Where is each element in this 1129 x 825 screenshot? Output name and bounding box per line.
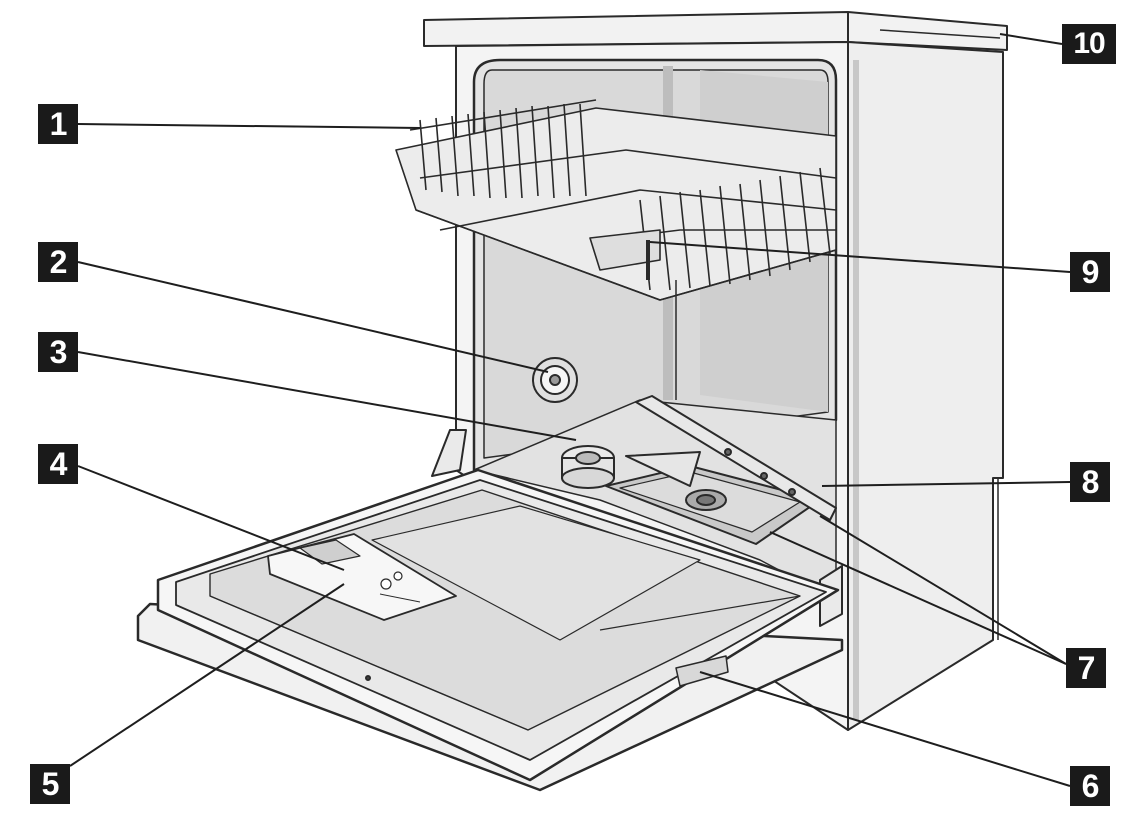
upper-basket [395, 99, 837, 400]
leader-3 [77, 351, 577, 441]
callout-10: 10 [1062, 24, 1116, 64]
leader-6 [699, 671, 1071, 787]
lower-spray-arm [625, 395, 837, 521]
worktop [423, 11, 1008, 51]
rating-plate [675, 655, 729, 687]
callout-7: 7 [1066, 648, 1106, 688]
callout-8: 8 [1070, 462, 1110, 502]
right-hinge [819, 565, 843, 627]
leader-1 [77, 123, 421, 129]
leader-7b [819, 515, 1067, 665]
leader-2 [77, 261, 549, 373]
detergent-dispenser [267, 533, 457, 621]
callout-9: 9 [1070, 252, 1110, 292]
callout-3: 3 [38, 332, 78, 372]
salt-container-cap [561, 445, 615, 489]
leader-10 [999, 33, 1063, 45]
callout-2: 2 [38, 242, 78, 282]
water-softener-cap-2 [532, 357, 578, 403]
callout-1: 1 [38, 104, 78, 144]
left-hinge [431, 429, 467, 477]
leader-4 [77, 465, 345, 571]
callout-5: 5 [30, 764, 70, 804]
leader-9 [649, 241, 1071, 273]
callout-4: 4 [38, 444, 78, 484]
leader-8 [821, 481, 1071, 487]
leader-5 [69, 583, 345, 767]
callout-6: 6 [1070, 766, 1110, 806]
leader-7a [769, 531, 1067, 665]
